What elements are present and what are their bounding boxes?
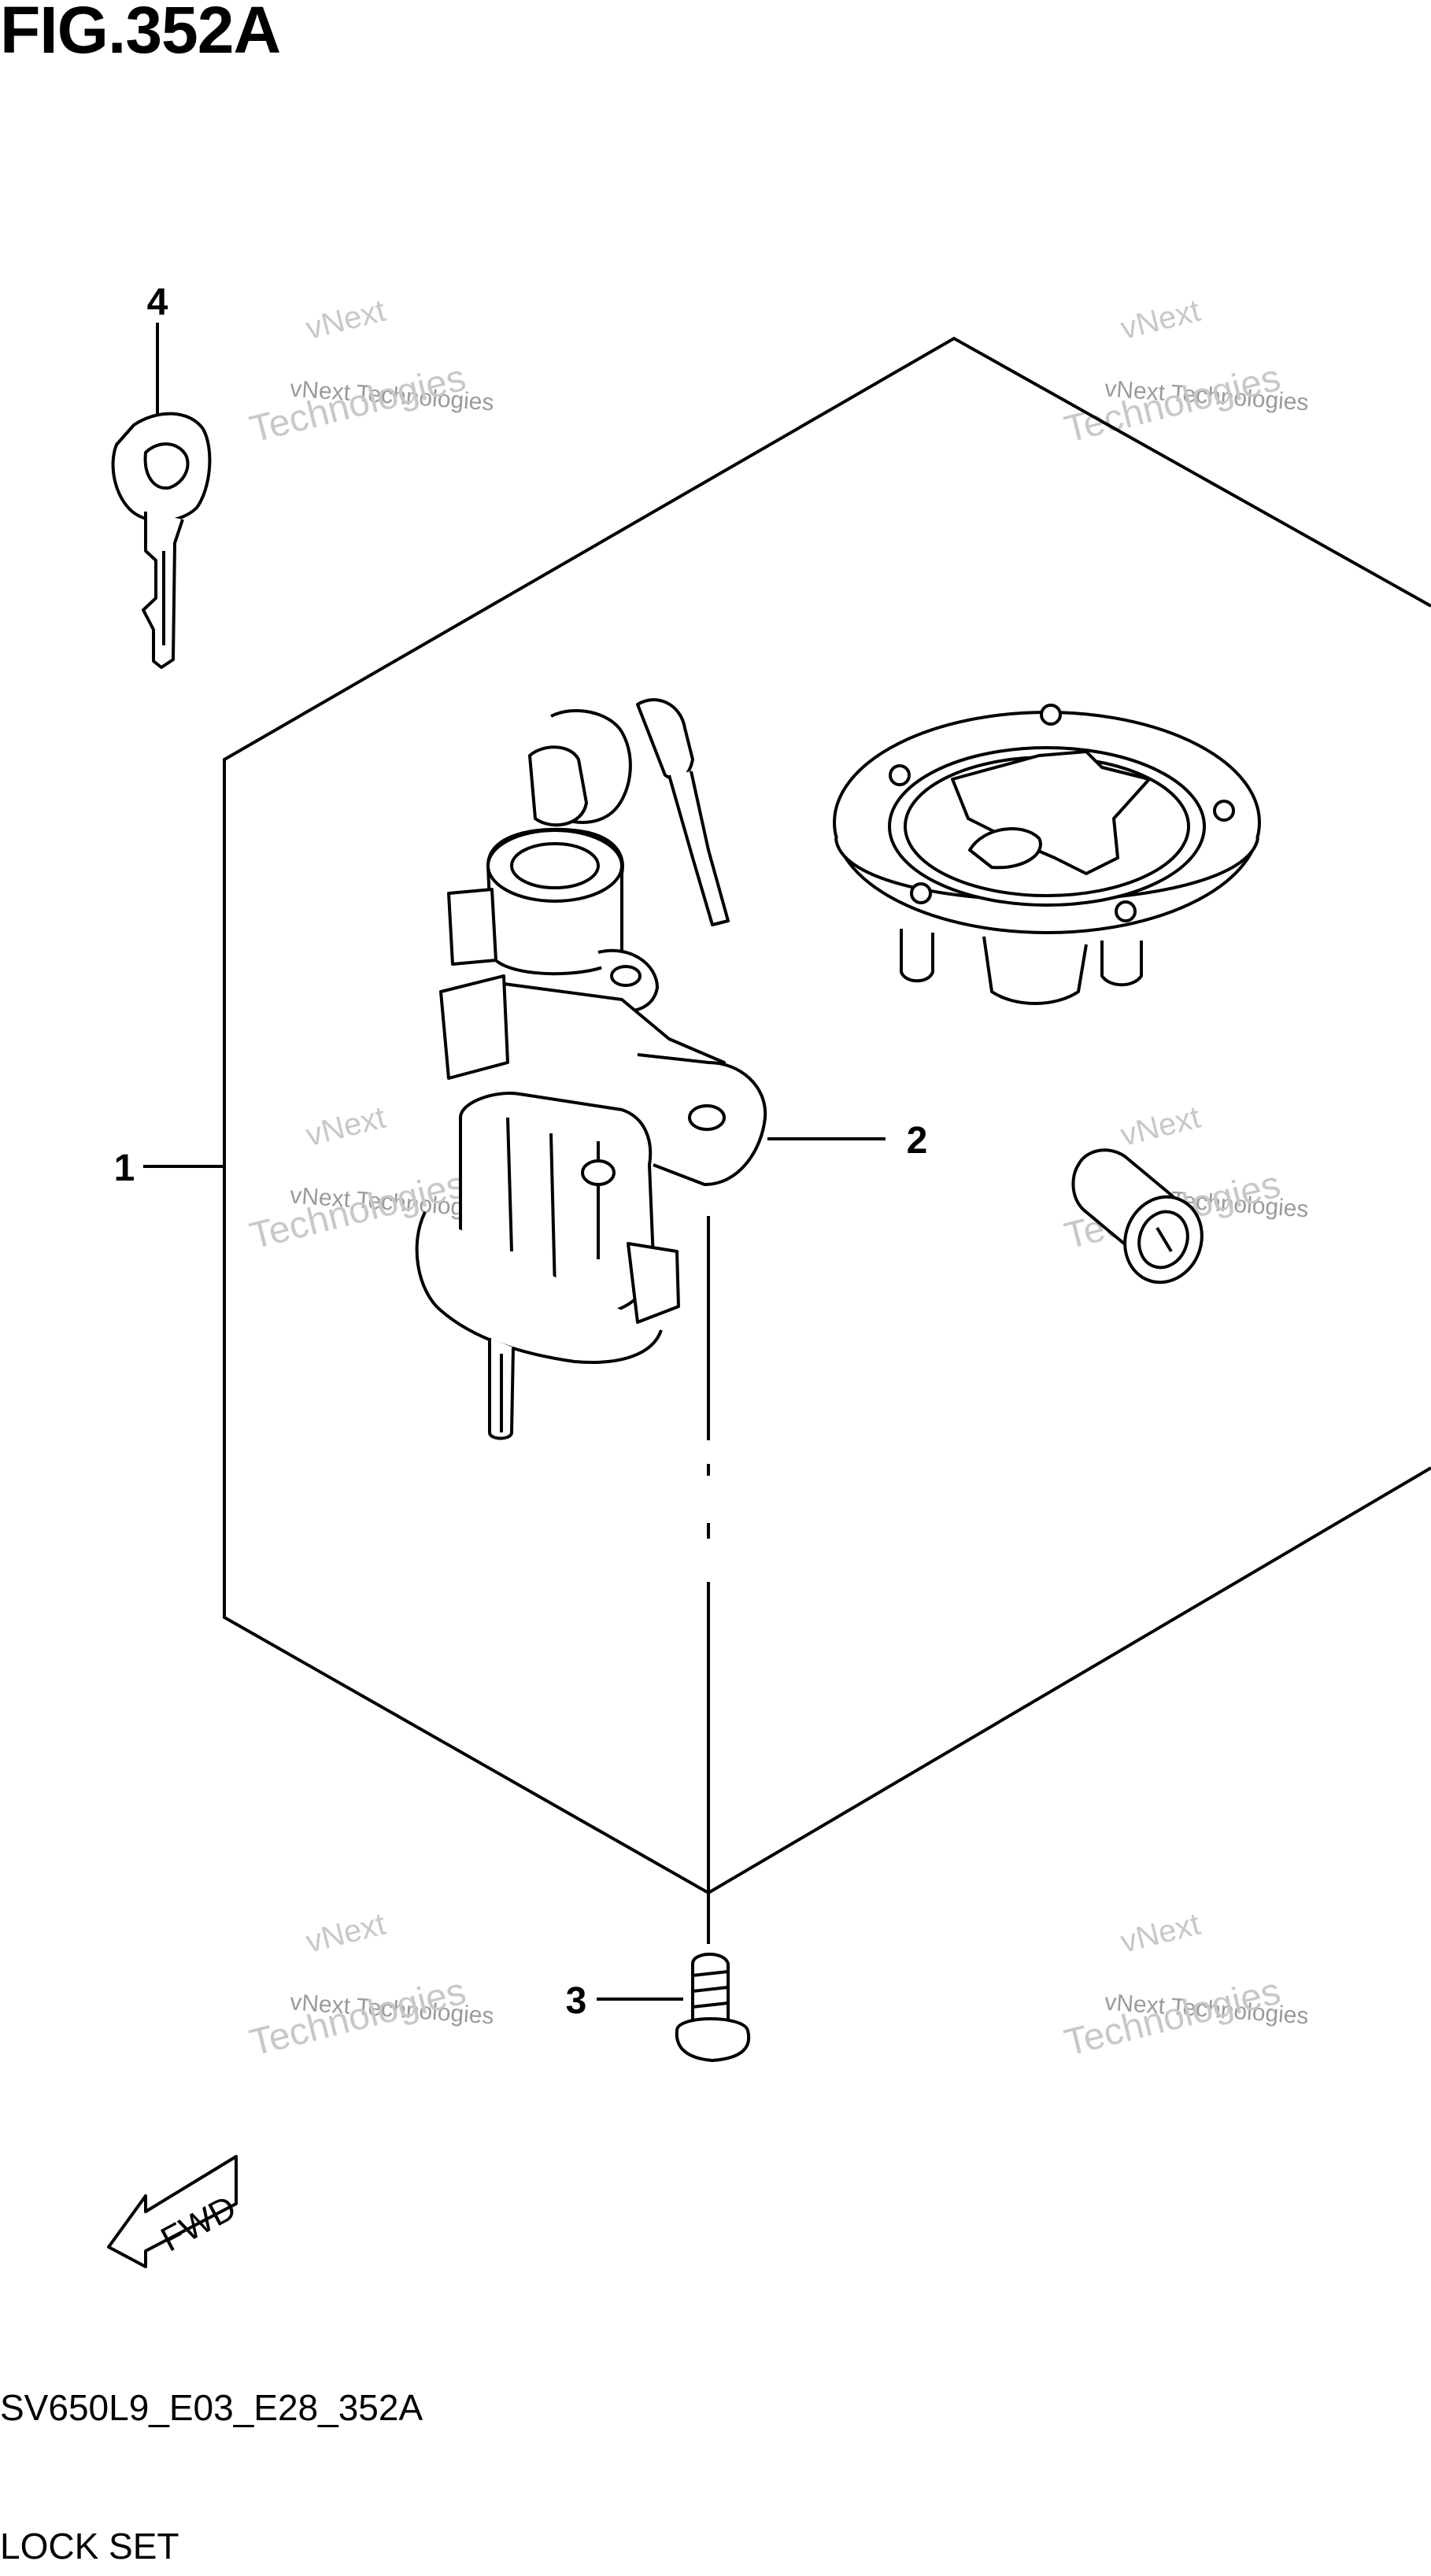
switch-arm-hole [688, 1104, 726, 1131]
diagram-caption: LOCK SET [0, 2526, 179, 2567]
watermark-line1: vNext [1117, 1907, 1204, 1960]
fuel-cap-lock-body [982, 936, 1088, 1005]
callout-2: 2 [907, 1120, 928, 1162]
fuel-cap-bolt [1115, 900, 1137, 922]
fwd-arrow: FWD [107, 2155, 242, 2268]
fuel-cap-pin [1100, 941, 1143, 987]
switch-body-screw [581, 1159, 616, 1186]
fuel-cap-part [833, 704, 1261, 1005]
watermark-line3: Technologies [1060, 1971, 1285, 2064]
switch-key-blade [667, 771, 730, 926]
assembly-box-edges [223, 336, 1431, 1895]
ignition-switch-part [415, 698, 767, 1440]
fuel-cap-bolt [889, 764, 911, 786]
watermark-bottom-right: vNext vNext Technologies Technologies [1060, 1907, 1309, 2064]
callout-1: 1 [114, 1148, 135, 1189]
fuel-cap-keyhole [968, 827, 1042, 870]
watermark-line3: Technologies [1060, 357, 1285, 451]
callout-4: 4 [147, 282, 168, 323]
watermark-line3: Technologies [246, 1971, 470, 2064]
leader-lines [143, 323, 886, 2001]
seat-lock-keyslot [1156, 1226, 1173, 1253]
watermark-line1: vNext [1117, 294, 1204, 346]
watermark-top-right: vNext vNext Technologies Technologies [1060, 294, 1309, 451]
watermark-line1: vNext [302, 1100, 389, 1153]
switch-left-bracket [439, 974, 509, 1080]
assembly-outline [223, 336, 1431, 1895]
screw-threads [692, 1970, 729, 2009]
watermark-bottom-left: vNext vNext Technologies Technologies [246, 1907, 494, 2064]
seat-lock-part [1071, 1148, 1204, 1284]
diagram-code: SV650L9_E03_E28_352A [0, 2387, 423, 2428]
fwd-arrow-outline [107, 2155, 238, 2268]
watermark-line1: vNext [302, 1907, 389, 1960]
callouts: 1 2 3 4 [114, 282, 928, 2022]
switch-connector [627, 1242, 680, 1324]
key-head-recess [143, 442, 190, 490]
key-part [111, 412, 212, 669]
watermark-line3: Technologies [246, 357, 470, 451]
switch-keyhole-ring [510, 842, 600, 889]
fuel-cap-bolt [1040, 704, 1062, 726]
screw-head [675, 2017, 751, 2062]
fuel-cap-pin [900, 929, 934, 983]
switch-side-tab [447, 888, 497, 966]
fuel-cap-bolt [910, 882, 932, 904]
switch-inserted-key [528, 745, 588, 827]
watermark-line1: vNext [1117, 1100, 1204, 1153]
figure-title: FIG.352A [0, 0, 281, 67]
switch-mount-hole [610, 965, 642, 987]
watermark-line1: vNext [302, 294, 389, 346]
callout-3: 3 [566, 1980, 587, 2022]
switch-key-head [636, 698, 694, 781]
watermark-top-left: vNext vNext Technologies Technologies [246, 294, 494, 451]
screw-part [675, 1953, 751, 2062]
fuel-cap-bolt [1213, 800, 1235, 822]
